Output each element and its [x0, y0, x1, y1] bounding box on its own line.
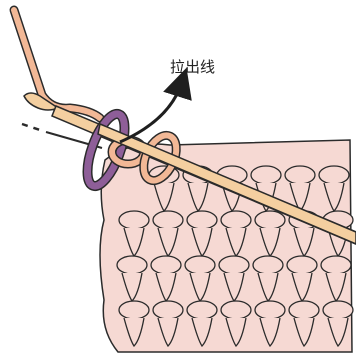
stitch [187, 301, 217, 319]
stitch [253, 256, 283, 274]
stitch [289, 301, 319, 319]
stitch [117, 256, 147, 274]
stitch [287, 256, 317, 274]
stitch [251, 166, 281, 184]
stitch [285, 166, 315, 184]
stitch [187, 211, 217, 229]
stitch [221, 301, 251, 319]
stitch [151, 256, 181, 274]
stitch [255, 301, 285, 319]
stitch [219, 256, 249, 274]
stitch [323, 301, 353, 319]
stitch [185, 256, 215, 274]
stitch [153, 211, 183, 229]
yarn-strand-fill [14, 10, 100, 118]
stitch [119, 211, 149, 229]
stitch [321, 256, 351, 274]
stitch [319, 166, 349, 184]
stitch [119, 301, 149, 319]
dashed-guide [22, 124, 40, 130]
stitch [221, 211, 251, 229]
stitch [255, 211, 285, 229]
stitch [153, 301, 183, 319]
annotation-label: 拉出线 [170, 56, 215, 77]
yarn-strand [14, 10, 100, 118]
